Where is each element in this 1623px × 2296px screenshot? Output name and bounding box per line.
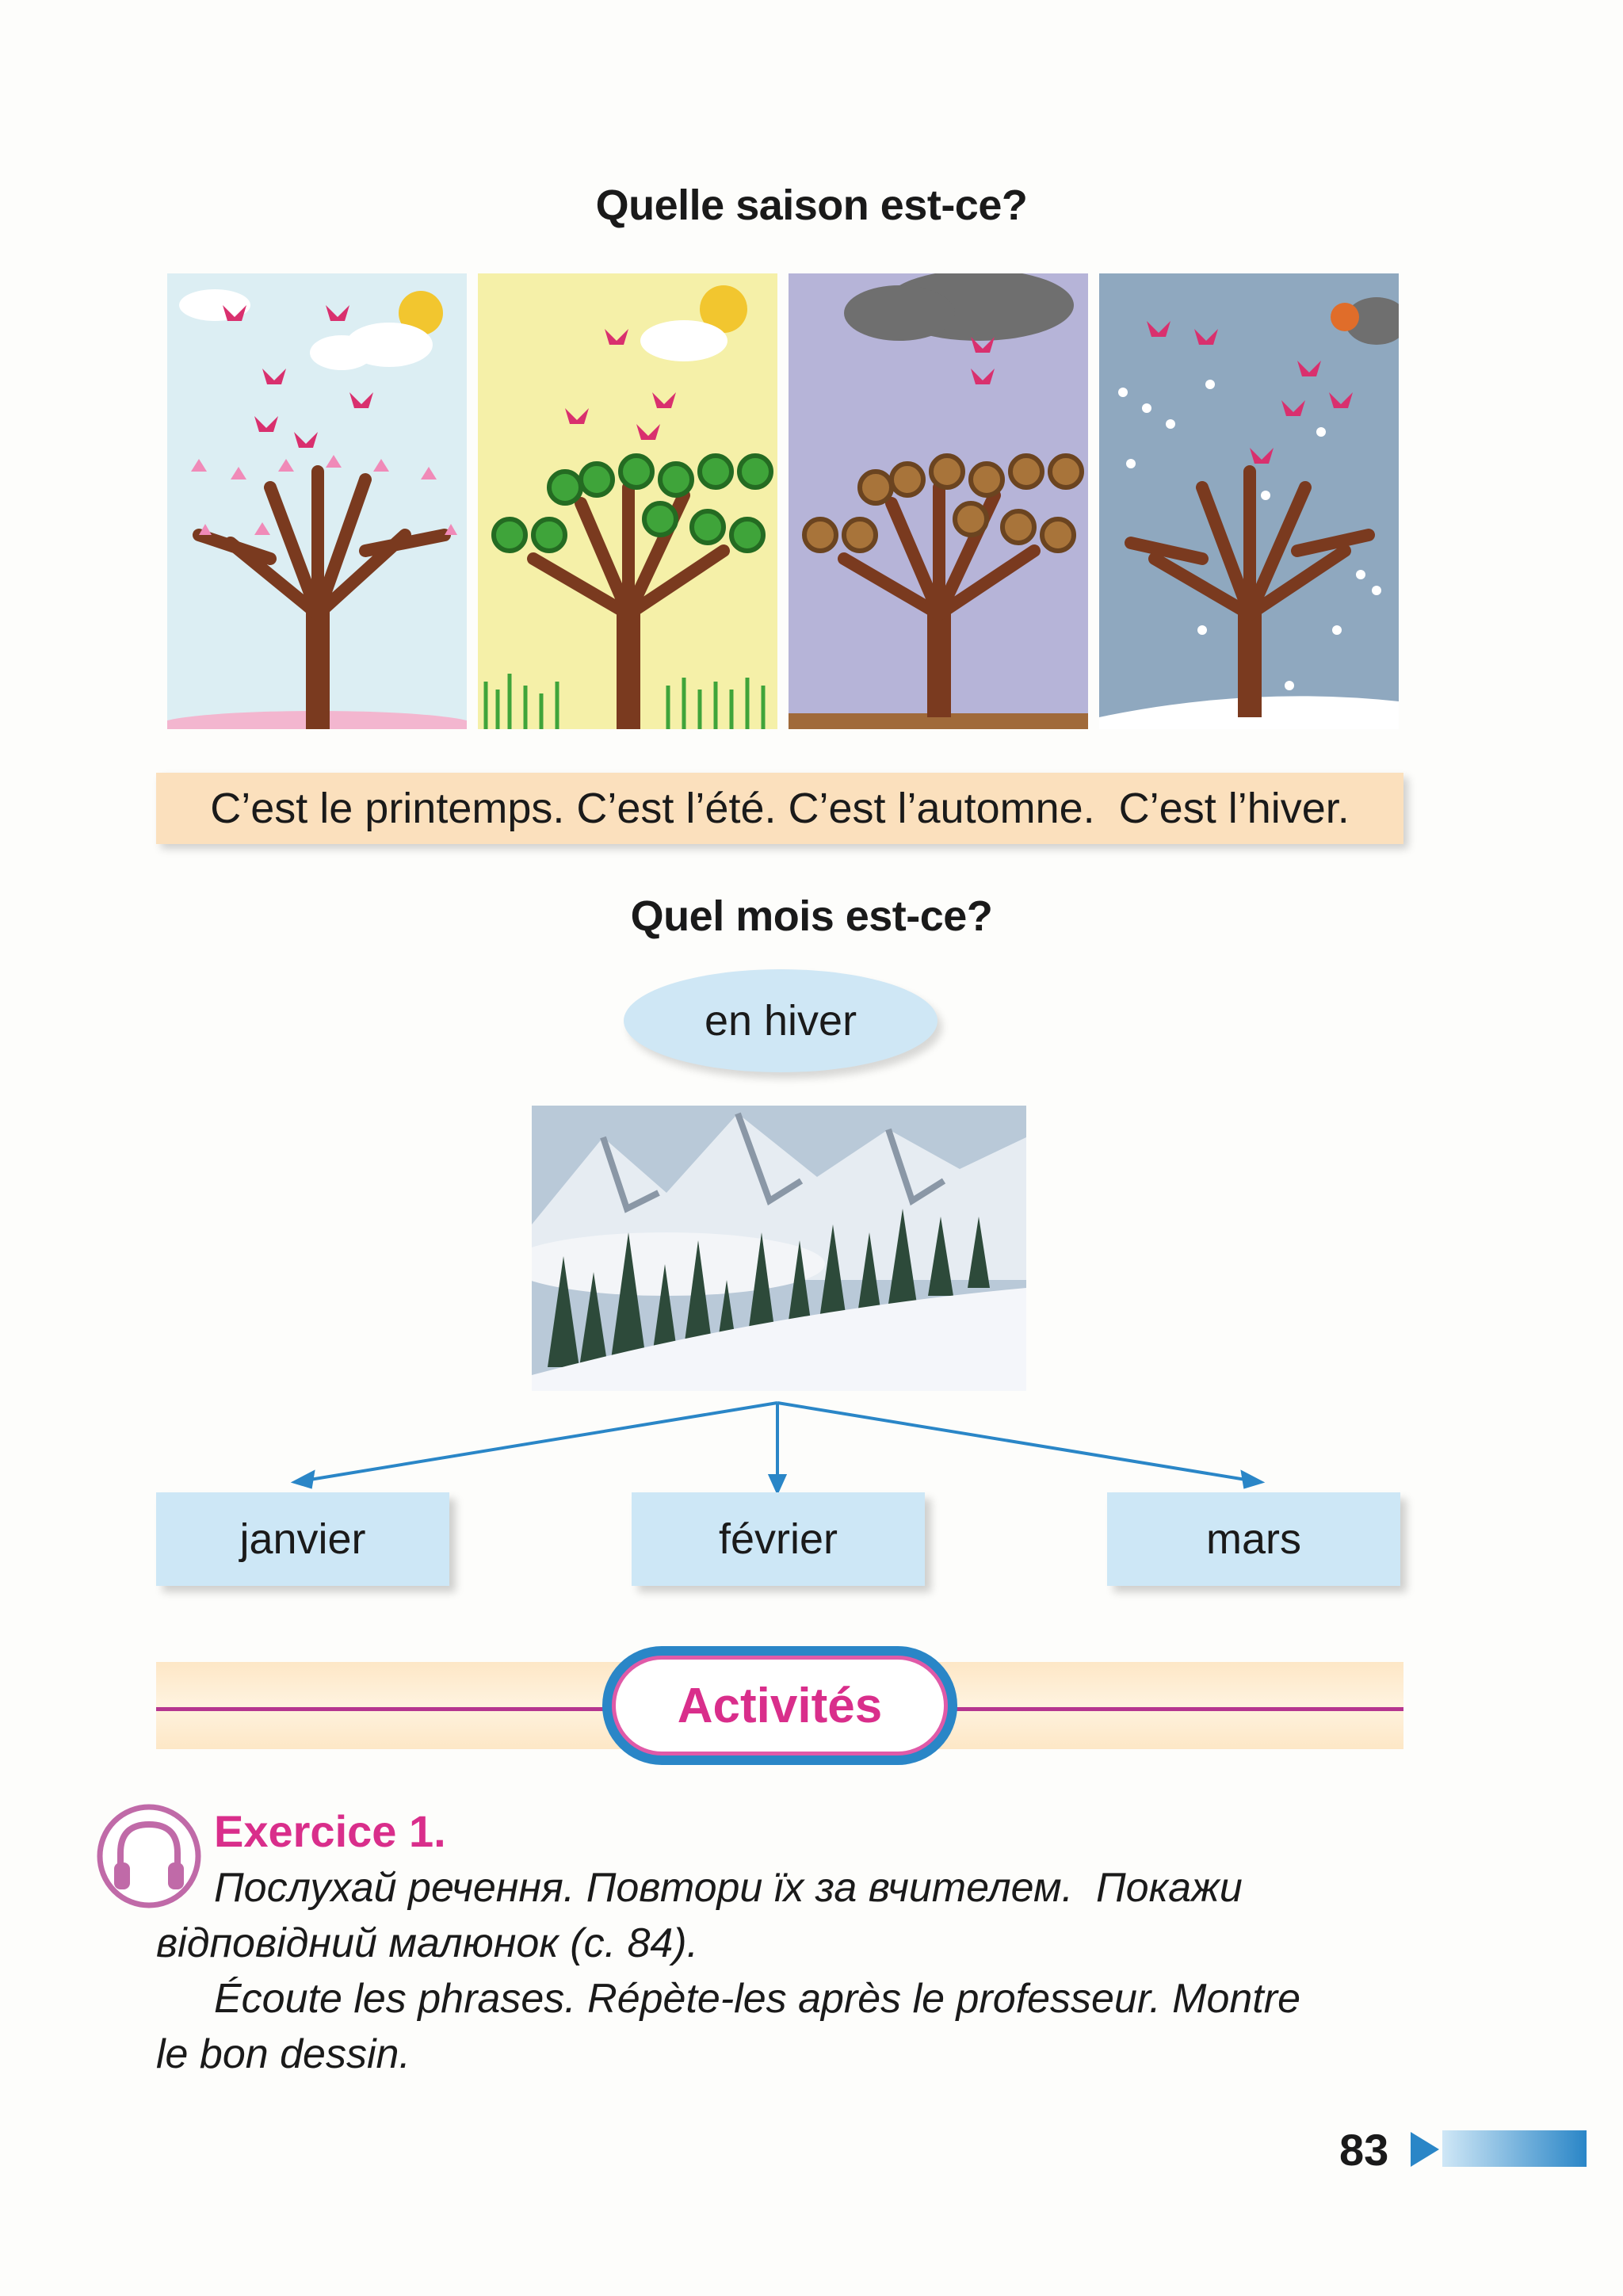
months-heading: Quel mois est-ce?: [630, 892, 993, 940]
page-number: 83: [1339, 2125, 1389, 2175]
activities-title: Activités: [612, 1656, 948, 1755]
activities-divider-left: [156, 1707, 616, 1711]
exercise-ukrainian-line2: відповідний малюнок (с. 84).: [156, 1920, 699, 1966]
headphones-icon: [97, 1804, 201, 1908]
exercise-french-line2: le bon dessin.: [156, 2031, 411, 2077]
season-bubble: en hiver: [624, 969, 938, 1072]
activities-divider-right: [943, 1707, 1403, 1711]
month-box-march: mars: [1107, 1492, 1400, 1586]
activities-badge: Activités: [602, 1646, 957, 1765]
winter-landscape-photo: [532, 1106, 1026, 1391]
winter-tree-image: [1099, 273, 1399, 729]
month-arrows: [290, 1401, 1266, 1496]
month-box-january: janvier: [156, 1492, 449, 1586]
exercise-ukrainian-line1: Послухай речення. Повтори їх за вчителем…: [214, 1865, 1243, 1911]
month-box-february: février: [632, 1492, 925, 1586]
spring-tree-image: [167, 273, 467, 729]
autumn-tree-image: [789, 273, 1088, 729]
seasons-heading: Quelle saison est-ce?: [595, 181, 1028, 229]
summer-tree-image: [478, 273, 777, 729]
exercise-french-line1: Écoute les phrases. Répète-les après le …: [214, 1976, 1300, 2022]
exercise-title: Exercice 1.: [214, 1806, 446, 1856]
seasons-caption-strip: C’est le printemps. C’est l’été. C’est l…: [156, 773, 1403, 844]
page-marker-arrow-icon: [1411, 2130, 1587, 2167]
